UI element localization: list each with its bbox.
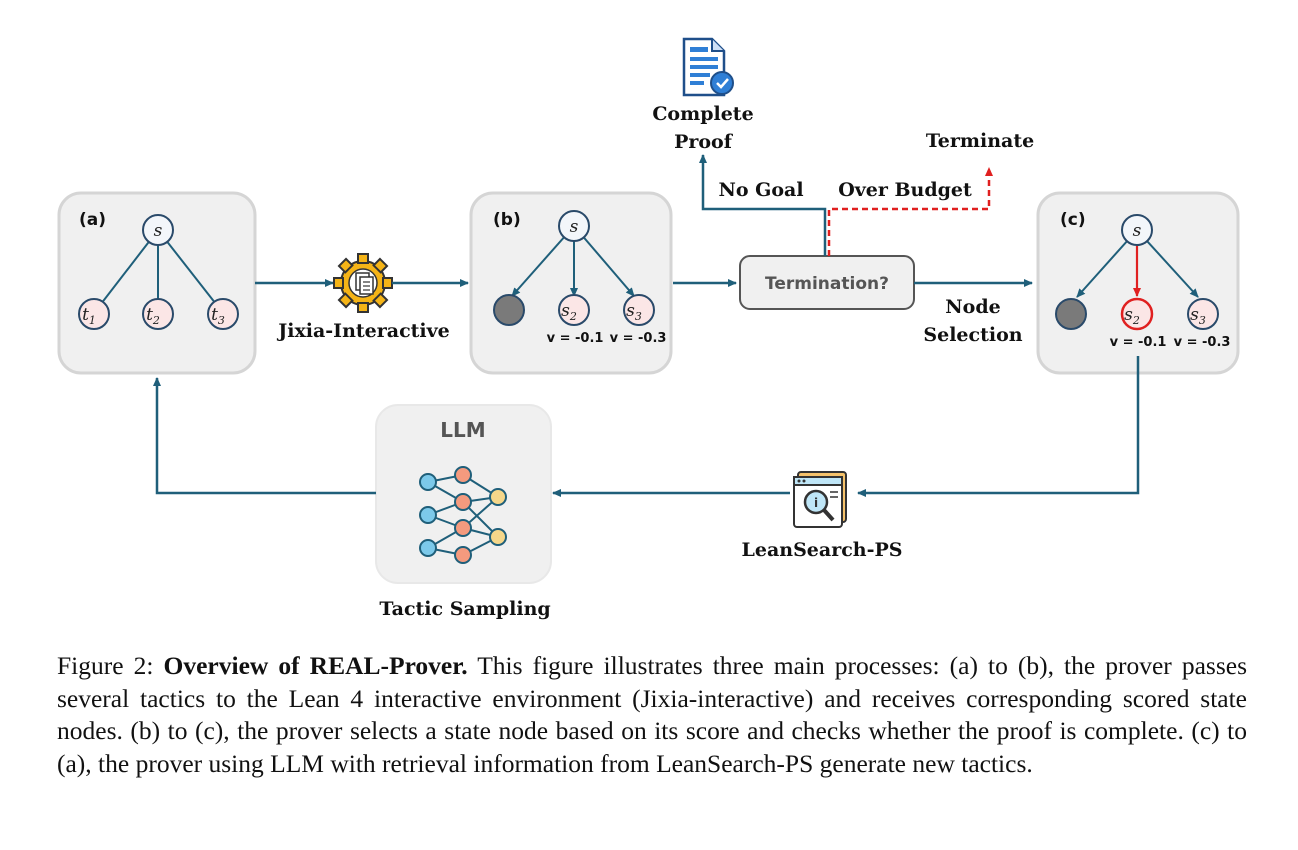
neural-network-icon xyxy=(419,466,507,564)
svg-text:i: i xyxy=(814,496,818,510)
state-node-label: s xyxy=(626,301,635,321)
svg-text:t3: t3 xyxy=(211,305,225,327)
root-node-label: s xyxy=(1133,221,1142,241)
llm-panel: LLM xyxy=(375,404,552,584)
tactic-node xyxy=(207,298,239,330)
tactic-node-label: t xyxy=(82,305,89,325)
leansearch-label: LeanSearch-PS xyxy=(742,539,903,561)
tactic-node xyxy=(142,298,174,330)
panel-a-tag: (a) xyxy=(79,210,106,230)
no-goal-label: No Goal xyxy=(718,179,803,201)
pruned-node xyxy=(1055,298,1087,330)
score-label: v = -0.3 xyxy=(610,331,667,346)
arrow-no-goal xyxy=(699,154,827,256)
root-node xyxy=(558,210,590,242)
root-node-label: s xyxy=(570,217,579,237)
search-window-icon: i xyxy=(793,471,847,528)
caption-figure-label: Figure 2: xyxy=(57,651,154,680)
panel-a: (a) s t1 t2 t3 xyxy=(57,191,257,375)
root-node-label: s xyxy=(154,221,163,241)
selected-state-node xyxy=(1120,297,1154,331)
panel-b-tag: (b) xyxy=(493,210,521,230)
state-node xyxy=(558,294,590,326)
pruned-node xyxy=(493,294,525,326)
node-selection-label-2: Selection xyxy=(923,324,1022,346)
diagram: (a) s t1 t2 t3 Jixia-I xyxy=(57,37,1240,620)
svg-text:s3: s3 xyxy=(626,301,642,323)
arrow-c-to-leansearch xyxy=(857,356,1140,497)
root-node xyxy=(142,214,174,246)
termination-label: Termination? xyxy=(765,274,889,294)
state-node xyxy=(1187,298,1219,330)
arrow-llm-to-a xyxy=(153,377,376,495)
jixia-label: Jixia-Interactive xyxy=(276,320,450,342)
root-node xyxy=(1121,214,1153,246)
arrow-over-budget xyxy=(827,167,993,256)
gear-document-icon xyxy=(333,253,393,313)
complete-proof-label-1: Complete xyxy=(652,103,753,125)
svg-text:s2: s2 xyxy=(1124,305,1140,327)
caption-body: This figure illustrates three main proce… xyxy=(57,651,1247,778)
node-selection-label-1: Node xyxy=(945,296,1000,318)
state-node xyxy=(623,294,655,326)
panel-c-tag: (c) xyxy=(1060,210,1086,230)
complete-proof-label-2: Proof xyxy=(674,131,734,153)
caption-title: Overview of REAL-Prover. xyxy=(163,651,468,680)
state-node-label: s xyxy=(561,301,570,321)
state-node-label: s xyxy=(1124,305,1133,325)
svg-text:t2: t2 xyxy=(146,305,160,327)
state-node-label: s xyxy=(1190,305,1199,325)
panel-c: (c) s s2 s3 v = -0.1 v = -0.3 xyxy=(1036,191,1240,375)
svg-text:t1: t1 xyxy=(82,305,96,327)
llm-label: LLM xyxy=(440,418,485,442)
svg-text:s3: s3 xyxy=(1190,305,1206,327)
score-label: v = -0.3 xyxy=(1174,335,1231,350)
svg-text:s2: s2 xyxy=(561,301,577,323)
tactic-node-label: t xyxy=(146,305,153,325)
tactic-sampling-label: Tactic Sampling xyxy=(379,598,550,620)
tactic-node-label: t xyxy=(211,305,218,325)
over-budget-label: Over Budget xyxy=(838,179,972,201)
terminate-label: Terminate xyxy=(926,130,1034,152)
panel-b: (b) s s2 s3 v = -0.1 v = -0.3 xyxy=(469,191,673,375)
score-label: v = -0.1 xyxy=(1110,335,1167,350)
figure-caption: Figure 2: Overview of REAL-Prover. This … xyxy=(57,650,1247,780)
score-label: v = -0.1 xyxy=(547,331,604,346)
tactic-node xyxy=(78,298,110,330)
document-check-icon xyxy=(682,37,734,97)
